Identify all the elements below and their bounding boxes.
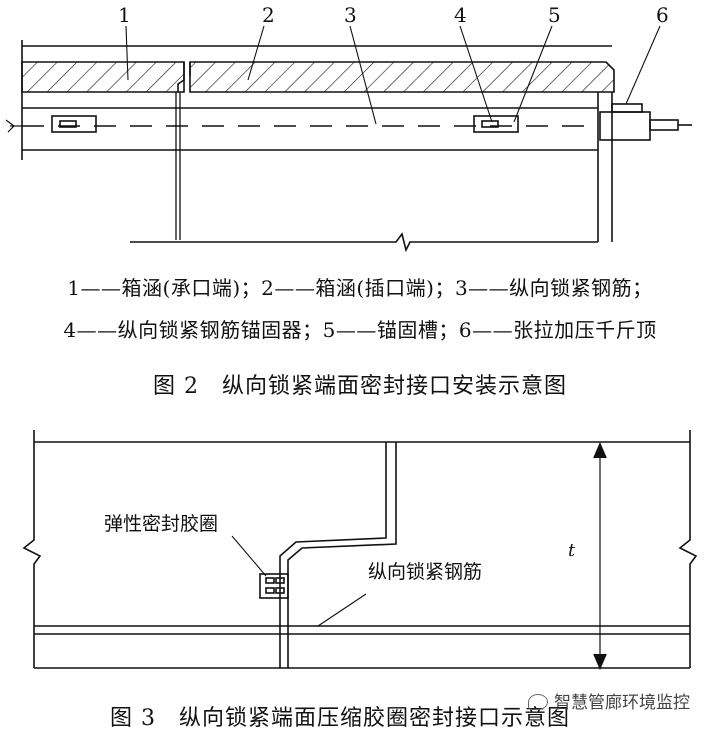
jack-top bbox=[611, 103, 643, 113]
f3-left-break-wall bbox=[22, 430, 42, 668]
figure3-drawing bbox=[22, 430, 698, 671]
leader-5 bbox=[513, 25, 553, 123]
callout-1: 1 bbox=[118, 3, 131, 27]
figure2-drawing bbox=[5, 25, 692, 253]
callout-3: 3 bbox=[344, 3, 357, 27]
callout-2: 2 bbox=[262, 3, 275, 27]
figure2-caption: 图 2 纵向锁紧端面密封接口安装示意图 bbox=[153, 374, 567, 399]
figure2-legend-line1: 1——箱涵(承口端)；2——箱涵(插口端)；3——纵向锁紧钢筋； bbox=[67, 276, 653, 300]
callout-6: 6 bbox=[656, 3, 669, 27]
figure2-callouts: 1 2 3 4 5 6 bbox=[118, 3, 669, 27]
label-rebar: 纵向锁紧钢筋 bbox=[368, 561, 482, 583]
hatched-slab-right bbox=[189, 61, 615, 93]
watermark: 智慧管廊环境监控 bbox=[528, 688, 690, 713]
leader-rebar bbox=[317, 593, 367, 627]
leader-2 bbox=[247, 25, 265, 81]
label-dimension-t: t bbox=[568, 540, 576, 561]
jack-rod bbox=[649, 119, 679, 131]
jack-body bbox=[599, 111, 651, 141]
bottom-break-line bbox=[130, 232, 598, 253]
anchor-right bbox=[473, 115, 519, 133]
callout-4: 4 bbox=[454, 3, 467, 27]
seal-ring-cell-3 bbox=[265, 587, 275, 594]
leader-3 bbox=[349, 25, 377, 125]
figure2-legend-line2: 4——纵向锁紧钢筋锚固器；5——锚固槽；6——张拉加压千斤顶 bbox=[63, 318, 657, 342]
wechat-icon bbox=[528, 694, 548, 710]
leader-4 bbox=[459, 25, 493, 123]
seal-ring-cell-2 bbox=[275, 577, 285, 584]
figure3-labels: 弹性密封胶圈 纵向锁紧钢筋 t bbox=[104, 513, 576, 583]
callout-5: 5 bbox=[548, 3, 561, 27]
seal-ring-box bbox=[259, 573, 289, 599]
watermark-text: 智慧管廊环境监控 bbox=[554, 693, 690, 713]
figure3-caption: 图 3 纵向锁紧端面压缩胶圈密封接口示意图 bbox=[110, 706, 570, 731]
left-break-zigzag bbox=[5, 119, 15, 133]
seal-ring-cell-4 bbox=[275, 587, 285, 594]
leader-1 bbox=[125, 25, 129, 81]
dimension-arrow-bottom bbox=[593, 653, 607, 671]
hatched-slab-left bbox=[21, 61, 185, 93]
slab-joint-step bbox=[177, 62, 185, 92]
leader-seal bbox=[231, 535, 267, 577]
f3-right-break-wall bbox=[678, 430, 698, 668]
anchor-left-inner bbox=[59, 120, 77, 128]
label-seal-ring: 弹性密封胶圈 bbox=[104, 513, 218, 535]
anchor-right-inner bbox=[481, 120, 499, 128]
seal-ring-cell-1 bbox=[265, 577, 275, 584]
anchor-left bbox=[51, 115, 97, 133]
leader-6 bbox=[625, 25, 661, 105]
dimension-arrow-top bbox=[593, 441, 607, 459]
